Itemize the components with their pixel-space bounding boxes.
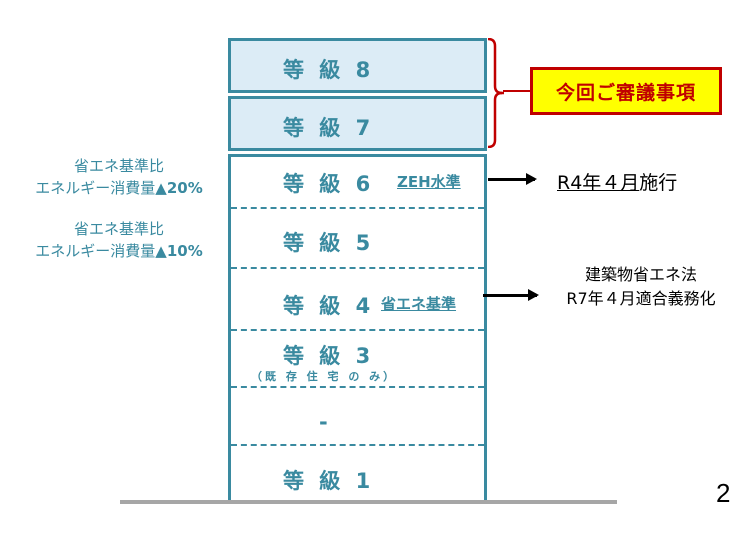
grade-4-label: 等 級 4 (283, 294, 375, 318)
arrow-right-icon (483, 289, 539, 301)
bracket-connector (503, 90, 530, 92)
side-note-prefix: エネルギー消費量 (35, 242, 156, 260)
page-number: 2 (716, 478, 731, 508)
grade-3-note: （既 存 住 宅 の み） (251, 370, 398, 383)
r4-date: R4年４月 (557, 172, 640, 194)
review-items-callout: 今回ご審議事項 (530, 67, 722, 115)
grade-8-label: 等 級 8 (283, 58, 375, 82)
side-note-line2: エネルギー消費量▲20% (8, 177, 230, 199)
side-note-grade-6: 省エネ基準比 エネルギー消費量▲20% (8, 155, 230, 199)
side-note-line2: エネルギー消費量▲10% (8, 240, 230, 262)
grade-7-label: 等 級 7 (283, 116, 375, 140)
grade-1-label: 等 級 1 (283, 469, 375, 493)
side-note-grade-5: 省エネ基準比 エネルギー消費量▲10% (8, 218, 230, 262)
grade-7-box: 等 級 7 (228, 96, 487, 151)
grade-6-label: 等 級 6 (283, 172, 375, 196)
r4-enforcement: 施行 (639, 172, 678, 194)
divider (231, 207, 484, 209)
callout-label: 今回ご審議事項 (555, 81, 696, 104)
side-note-line1: 省エネ基準比 (73, 220, 164, 238)
energy-standard-tag: 省エネ基準 (381, 295, 457, 313)
side-note-value: ▲20% (155, 179, 203, 197)
side-note-line1: 省エネ基準比 (73, 157, 164, 175)
grade-2-placeholder: - (319, 410, 332, 434)
grade-3-label: 等 級 3 (283, 344, 375, 368)
divider (231, 329, 484, 331)
arrow-right-icon (488, 173, 537, 185)
divider (231, 267, 484, 269)
divider (231, 444, 484, 446)
grade-8-box: 等 級 8 (228, 38, 487, 93)
law-mandate-note: 建築物省エネ法 R7年４月適合義務化 (541, 263, 741, 311)
side-note-prefix: エネルギー消費量 (35, 179, 156, 197)
zeh-level-tag: ZEH水準 (397, 173, 461, 191)
ground-line (120, 500, 617, 504)
grades-1-6-box: 等 級 6 ZEH水準 等 級 5 等 級 4 省エネ基準 等 級 3 （既 存… (228, 154, 487, 502)
curly-bracket-icon (488, 38, 504, 148)
side-note-value: ▲10% (155, 242, 203, 260)
grade-5-label: 等 級 5 (283, 231, 375, 255)
r4-enforcement-note: R4年４月施行 (557, 168, 677, 195)
divider (231, 386, 484, 388)
law-name: 建築物省エネ法 (584, 265, 697, 284)
law-mandate-date: R7年４月適合義務化 (566, 289, 716, 308)
